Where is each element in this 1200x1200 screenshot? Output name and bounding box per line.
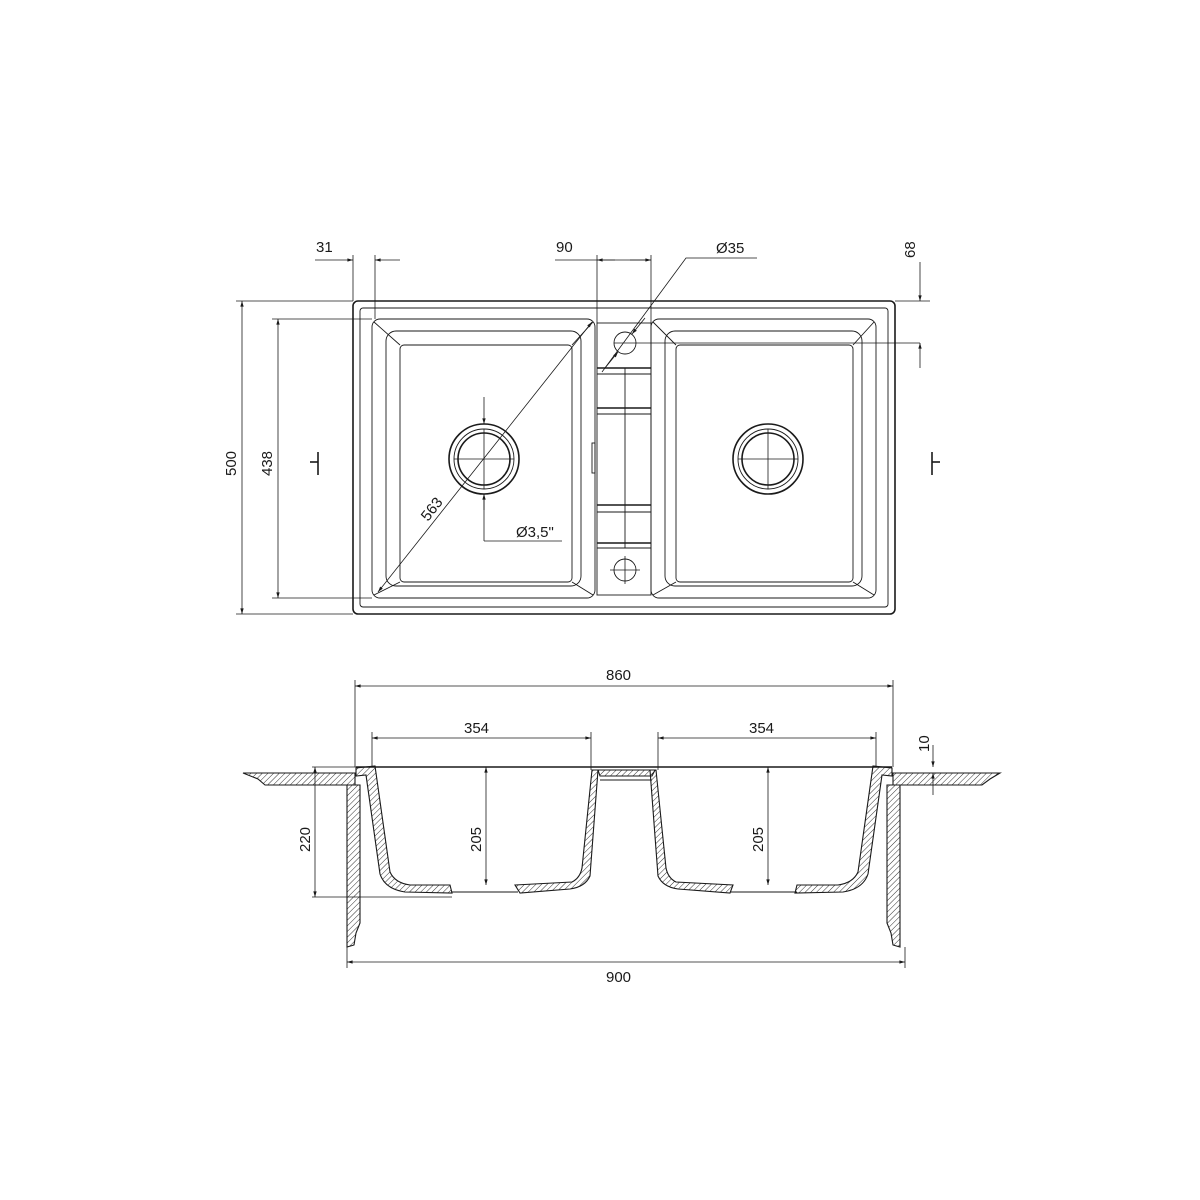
dim-label: 900 (606, 969, 631, 986)
top-view: 31 90 Ø35 68 500 (223, 239, 940, 615)
dim-205-right: 205 (750, 767, 770, 885)
right-drain-icon (732, 423, 804, 495)
dim-label: 90 (556, 239, 573, 256)
countertop-right (892, 772, 1002, 786)
right-bowl (650, 318, 877, 599)
right-bowl-wall-left (649, 769, 734, 894)
dim-label: 220 (297, 827, 314, 852)
center-bridge (597, 769, 656, 777)
dim-label: 205 (750, 827, 767, 852)
center-strip (591, 322, 652, 596)
left-bowl-wall-right (514, 769, 599, 894)
dim-label: Ø35 (716, 240, 744, 257)
dim-354-right: 354 (657, 720, 877, 770)
dim-31: 31 (315, 239, 400, 319)
dim-label: 205 (468, 827, 485, 852)
dim-tap-hole: Ø35 (601, 240, 920, 373)
dim-205-left: 205 (468, 767, 488, 885)
section-marker-left (310, 452, 319, 475)
dim-220: 220 (297, 766, 452, 898)
dim-label: 860 (606, 667, 631, 684)
section-marker-right (931, 452, 940, 475)
dim-drain: Ø3,5" (482, 397, 562, 542)
dim-label: 31 (316, 239, 333, 256)
dim-438: 438 (259, 318, 372, 599)
dim-label: 500 (223, 451, 240, 476)
dim-354-left: 354 (371, 720, 592, 770)
sink-outline (352, 300, 896, 615)
section-view: 860 354 354 10 220 (242, 667, 1002, 986)
cabinet-wall-left (346, 784, 361, 948)
dim-label: 10 (916, 735, 933, 752)
dim-860: 860 (354, 667, 894, 767)
dim-563: 563 (377, 321, 593, 593)
dim-label: Ø3,5" (516, 524, 554, 541)
dim-900: 900 (346, 947, 906, 986)
dim-500: 500 (223, 300, 353, 615)
countertop-left (242, 772, 356, 786)
dim-label: 68 (902, 241, 919, 258)
dim-label: 438 (259, 451, 276, 476)
dim-90: 90 (555, 239, 652, 323)
dim-10: 10 (893, 735, 940, 795)
left-bowl-wall-left (355, 765, 453, 894)
sink-rim (359, 307, 889, 608)
cabinet-wall-right (886, 784, 901, 948)
dim-68: 68 (895, 241, 930, 368)
right-bowl-wall-right (794, 765, 893, 894)
dim-label: 354 (749, 720, 774, 737)
dim-label: 354 (464, 720, 489, 737)
dim-label: 563 (418, 494, 447, 524)
